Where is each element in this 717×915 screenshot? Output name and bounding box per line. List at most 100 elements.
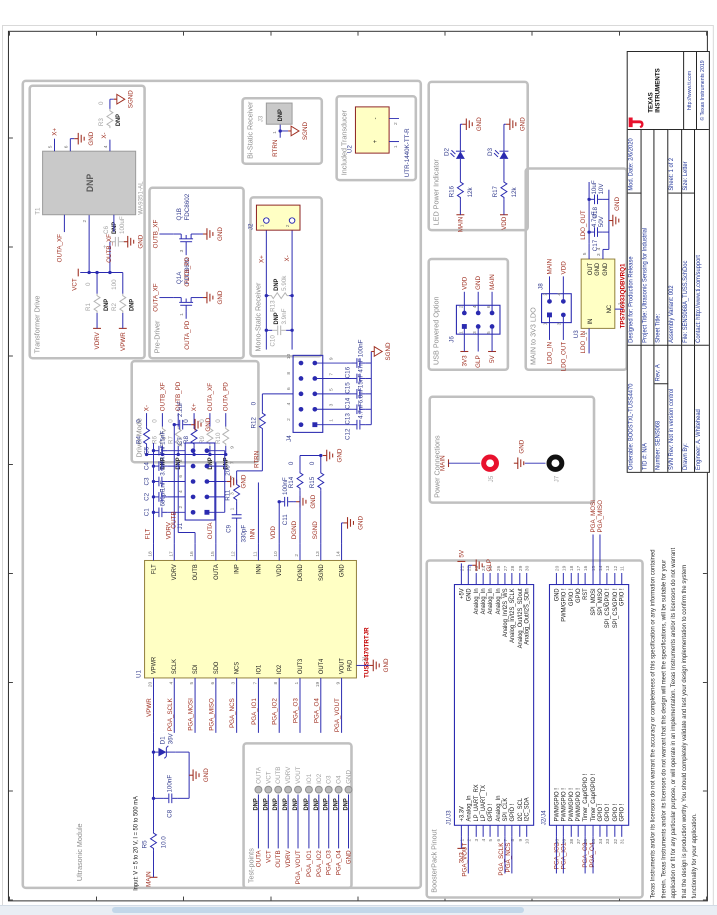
disclaimer-text: Texas Instruments and/or its licensors d… <box>648 477 705 899</box>
res-276 <box>500 180 508 200</box>
svg-text:SGND: SGND <box>128 90 135 108</box>
svg-text:21: 21 <box>459 565 465 571</box>
svg-text:5: 5 <box>582 252 588 255</box>
svg-text:OUTA: OUTA <box>255 766 262 784</box>
svg-text:1: 1 <box>329 419 335 422</box>
t-121: + <box>373 139 379 143</box>
svg-text:4: 4 <box>481 838 487 841</box>
svg-text:40: 40 <box>554 839 560 845</box>
t-221: C11 <box>282 514 289 525</box>
svg-text:OUTA: OUTA <box>214 564 220 580</box>
t-302: VDD <box>461 276 468 290</box>
svg-text:10.0: 10.0 <box>160 836 167 849</box>
svg-text:DGND: DGND <box>291 520 298 539</box>
svg-text:16: 16 <box>583 565 589 571</box>
svg-text:C11: C11 <box>282 514 289 525</box>
svg-text:1: 1 <box>230 507 236 510</box>
t-37: OUTA_XF <box>56 234 63 262</box>
svg-text:100nF: 100nF <box>282 477 289 495</box>
t-393: PGA_MOSI <box>590 500 597 533</box>
svg-text:C3: C3 <box>143 477 150 485</box>
svg-text:GND: GND <box>476 117 483 131</box>
svg-text:100: 100 <box>111 279 118 290</box>
res-97 <box>269 291 290 300</box>
svg-text:GPIO !: GPIO ! <box>620 803 626 821</box>
svg-text:U2: U2 <box>346 145 353 153</box>
svg-text:MAIN: MAIN <box>457 216 464 232</box>
res-208 <box>258 411 267 431</box>
svg-text:C8: C8 <box>166 809 173 817</box>
svg-text:R17: R17 <box>492 185 499 197</box>
res-50 <box>106 108 114 129</box>
svg-text:38: 38 <box>569 839 575 845</box>
svg-text:680pF: 680pF <box>159 489 166 507</box>
gnd-359 <box>608 214 620 227</box>
t-57: OUTA_XF <box>152 283 159 311</box>
t-343: OUT <box>588 262 594 275</box>
t-102: DNP <box>274 279 280 291</box>
svg-text:8: 8 <box>273 682 279 685</box>
svg-text:15: 15 <box>591 565 597 571</box>
svg-text:1: 1 <box>393 145 399 148</box>
svg-text:13: 13 <box>605 565 611 571</box>
svg-text:9: 9 <box>336 682 342 685</box>
svg-text:NCS: NCS <box>235 662 241 674</box>
t-324: MAIN <box>546 258 553 274</box>
svg-text:3: 3 <box>472 331 478 334</box>
gnd-237: GND <box>322 448 344 462</box>
svg-text:OUT: OUT <box>588 262 594 275</box>
svg-text:SPI_MISO: SPI_MISO <box>598 588 604 616</box>
svg-text:VDRV: VDRV <box>285 766 292 784</box>
svg-text:1: 1 <box>583 332 589 335</box>
svg-text:6: 6 <box>486 305 492 308</box>
horizontal-scrollbar[interactable] <box>0 905 717 915</box>
svg-text:6.8nF: 6.8nF <box>357 387 364 403</box>
scrollbar-thumb[interactable] <box>112 907 524 913</box>
t-164: 2 <box>178 506 184 509</box>
fet-69 <box>173 233 200 248</box>
tb-number: Number: SENS068 <box>654 383 669 472</box>
svg-text:Timer_Cap/GPIO !: Timer_Cap/GPIO ! <box>583 774 589 822</box>
t-122: - <box>373 117 379 119</box>
svg-text:3: 3 <box>556 322 562 325</box>
t-363: 50V <box>598 215 605 227</box>
section-pre-driver: Pre-Driver <box>148 186 245 360</box>
svg-text:Analog_In: Analog_In <box>496 795 502 821</box>
t-345: 3 <box>596 253 602 256</box>
vcap-159: C33.3nF <box>143 460 186 487</box>
t-292: 6 <box>486 305 492 308</box>
t-126: 2 <box>393 122 399 125</box>
t-277: R17 <box>492 185 499 197</box>
svg-text:INN: INN <box>249 528 256 539</box>
res-264 <box>456 180 465 200</box>
j1-j3-connector: J1/J31+3.3V21+5V2Analog_In22GND3LP_UART_… <box>445 565 535 844</box>
svg-text:+5V: +5V <box>459 588 465 599</box>
svg-text:10: 10 <box>286 354 292 360</box>
t-129: Input: V = 5 to 20 V, I = 50 to 500 mA <box>134 796 140 891</box>
tb-project-title: Project Title: Ultrasonic Sensing for In… <box>641 129 655 345</box>
svg-text:Input: V = 5 to 20 V, I = 50 t: Input: V = 5 to 20 V, I = 50 to 500 mA <box>134 796 140 891</box>
svg-text:IO2: IO2 <box>277 665 283 674</box>
svg-text:+: + <box>373 139 379 143</box>
svg-text:VDRV: VDRV <box>165 521 172 539</box>
svg-text:D2: D2 <box>443 148 450 156</box>
svg-text:LP_UART_TX: LP_UART_TX <box>481 785 487 822</box>
svg-text:SPI_MOSI: SPI_MOSI <box>591 588 597 616</box>
t-296: GLP <box>475 355 482 367</box>
svg-text:GND: GND <box>203 768 210 782</box>
svg-text:SGND: SGND <box>312 521 319 539</box>
svg-text:OUTB: OUTB <box>275 850 282 867</box>
svg-text:PGA_IO2: PGA_IO2 <box>316 850 323 877</box>
svg-text:GND: GND <box>217 290 224 304</box>
t-105: J2 <box>247 223 254 230</box>
j8-header <box>541 293 572 324</box>
t-368: 3V3 <box>458 852 465 864</box>
gnd-284: GND <box>505 117 527 131</box>
svg-text:2: 2 <box>82 219 88 222</box>
svg-text:SDI: SDI <box>193 664 199 674</box>
t-230: SGND <box>312 521 319 539</box>
